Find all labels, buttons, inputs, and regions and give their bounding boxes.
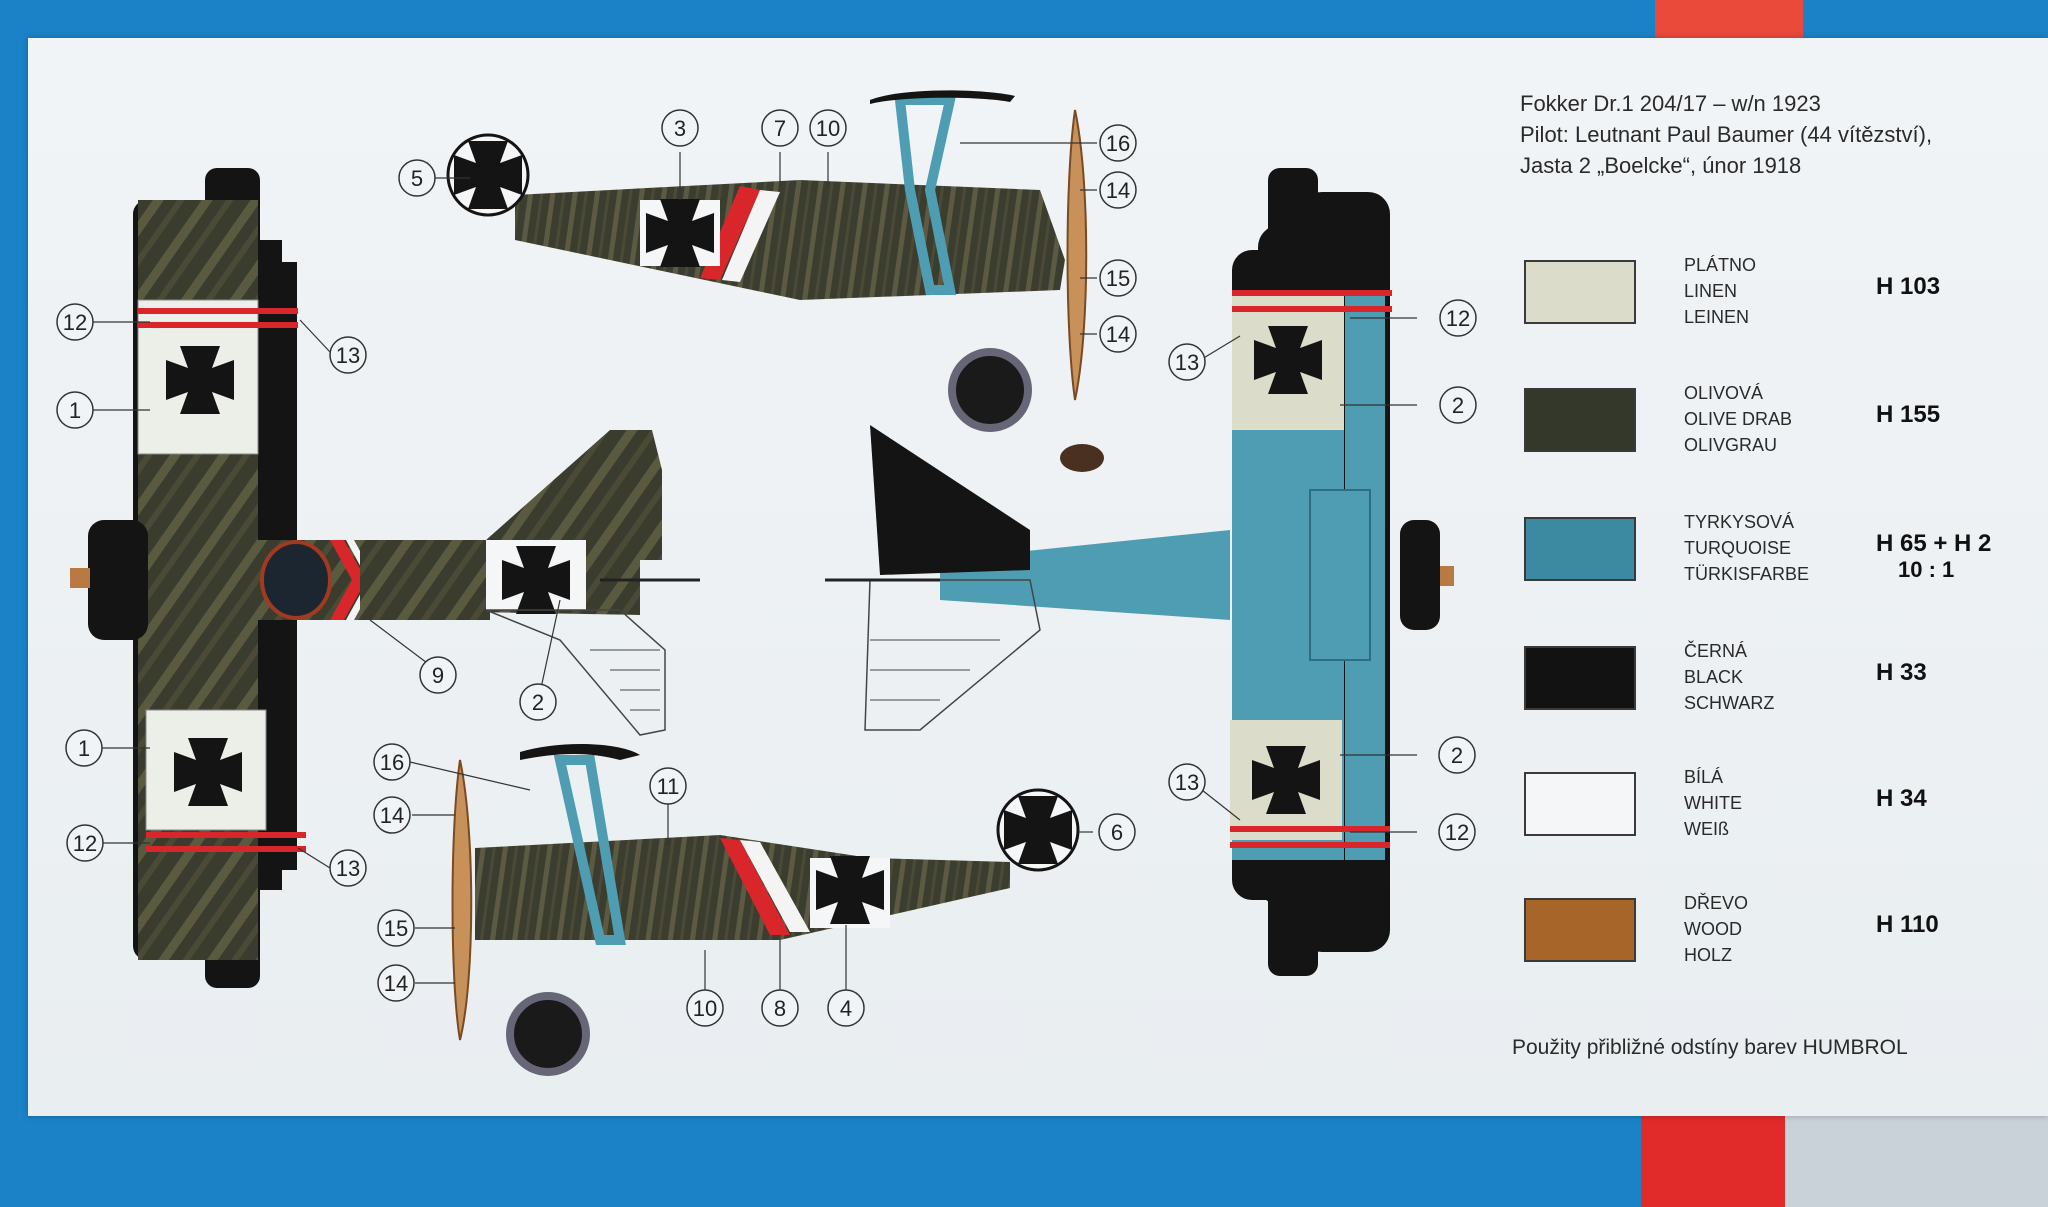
- callout-12: 12: [63, 310, 87, 335]
- plan-view-top: [70, 168, 700, 988]
- swatch-linen: [1524, 260, 1636, 324]
- callout-12: 12: [73, 831, 97, 856]
- callout-5: 5: [411, 166, 423, 191]
- callout-14: 14: [1106, 322, 1130, 347]
- callout-15: 15: [384, 916, 408, 941]
- callout-2: 2: [1451, 743, 1463, 768]
- callout-10: 10: [816, 116, 840, 141]
- ratio-10-1: 10 : 1: [1898, 557, 1955, 582]
- red-accent-bottom: [1641, 1106, 1785, 1207]
- callout-13: 13: [1175, 350, 1199, 375]
- callout-12: 12: [1445, 820, 1469, 845]
- callout-10: 10: [693, 996, 717, 1021]
- callout-15: 15: [1106, 266, 1130, 291]
- code-h103: H 103: [1876, 273, 1941, 300]
- callout-13: 13: [1175, 770, 1199, 795]
- callouts: 12 1 13 9 2 1 12 13 5 3 7 10 16 14 15 14…: [56, 109, 1477, 1027]
- callout-12: 12: [1446, 306, 1470, 331]
- callout-4: 4: [840, 996, 852, 1021]
- swatch-black: [1524, 646, 1636, 710]
- callout-2: 2: [1452, 393, 1464, 418]
- callout-14: 14: [384, 971, 408, 996]
- plan-view-underside: [825, 168, 1454, 976]
- swatch-olive-drab: [1524, 388, 1636, 452]
- red-accent-top: [1655, 0, 1803, 40]
- callout-16: 16: [380, 750, 404, 775]
- side-view-top: [446, 90, 1088, 432]
- swatch-white: [1524, 772, 1636, 836]
- code-h65-h2: H 65 + H 2: [1876, 530, 1992, 557]
- title-line-2: Pilot: Leutnant Paul Baumer (44 vítězstv…: [1520, 122, 1933, 147]
- side-view-bottom: [451, 744, 1080, 1076]
- callout-6: 6: [1111, 820, 1123, 845]
- callout-7: 7: [774, 116, 786, 141]
- callout-9: 9: [432, 663, 444, 688]
- grey-corner: [1785, 1106, 2048, 1207]
- code-h33: H 33: [1876, 659, 1927, 686]
- callout-14: 14: [1106, 178, 1130, 203]
- callout-3: 3: [674, 116, 686, 141]
- swatch-turquoise: [1524, 517, 1636, 581]
- callout-13: 13: [336, 343, 360, 368]
- code-h34: H 34: [1876, 785, 1927, 812]
- callout-1: 1: [78, 736, 90, 761]
- humbrol-footnote: Použity přibližné odstíny barev HUMBROL: [1512, 1036, 1908, 1059]
- code-h155: H 155: [1876, 401, 1941, 428]
- callout-14: 14: [380, 803, 404, 828]
- callout-13: 13: [336, 856, 360, 881]
- callout-2: 2: [532, 690, 544, 715]
- swatch-wood: [1524, 898, 1636, 962]
- title-line-3: Jasta 2 „Boelcke“, únor 1918: [1520, 153, 1802, 178]
- callout-11: 11: [657, 774, 680, 799]
- callout-1: 1: [69, 398, 81, 423]
- callout-8: 8: [774, 996, 786, 1021]
- code-h110: H 110: [1876, 911, 1939, 938]
- callout-16: 16: [1106, 131, 1130, 156]
- title-line-1: Fokker Dr.1 204/17 – w/n 1923: [1520, 91, 1821, 116]
- title-block: Fokker Dr.1 204/17 – w/n 1923 Pilot: Leu…: [1520, 88, 1932, 181]
